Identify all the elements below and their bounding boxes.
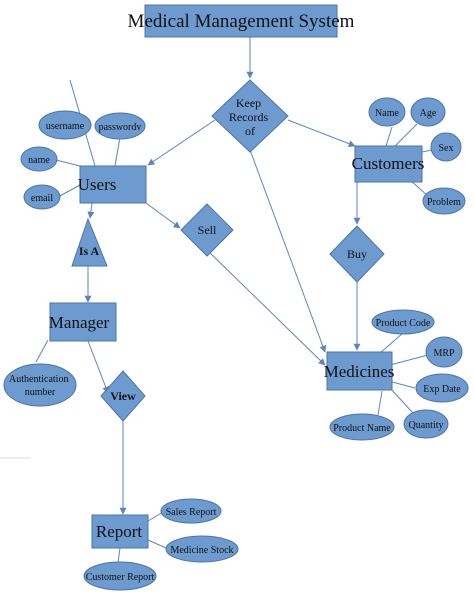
attr-customer-name: Name bbox=[368, 97, 406, 127]
svg-text:Medicines: Medicines bbox=[324, 362, 395, 381]
edge-age bbox=[394, 123, 418, 147]
attr-sales-report: Sales Report bbox=[160, 498, 222, 524]
svg-text:Quantity: Quantity bbox=[409, 420, 444, 431]
users-entity: Users bbox=[78, 165, 147, 204]
edge-keep-medicines bbox=[249, 149, 327, 353]
edge-medicine-stock bbox=[147, 539, 167, 549]
edge-name bbox=[55, 159, 81, 167]
edge-problem bbox=[409, 179, 429, 197]
edge-product-name bbox=[377, 390, 383, 416]
attr-problem: Problem bbox=[422, 187, 466, 215]
edge-password bbox=[114, 136, 121, 167]
is-a-relationship: Is A bbox=[71, 217, 108, 267]
svg-text:passwordv: passwordv bbox=[99, 122, 142, 133]
buy-relationship: Buy bbox=[329, 225, 385, 283]
edge-manager-view bbox=[87, 340, 110, 394]
medicines-entity: Medicines bbox=[324, 351, 395, 391]
svg-text:Customers: Customers bbox=[352, 154, 425, 173]
svg-text:username: username bbox=[46, 121, 85, 132]
edge-sex bbox=[421, 149, 433, 153]
svg-text:email: email bbox=[31, 193, 53, 204]
svg-text:Sex: Sex bbox=[439, 143, 454, 154]
attr-customer-report: Customer Report bbox=[83, 561, 157, 591]
svg-text:Customer Report: Customer Report bbox=[86, 572, 155, 583]
svg-text:View: View bbox=[110, 389, 136, 403]
keep-records-label: Keep Records of bbox=[229, 96, 271, 138]
edge-sales-report bbox=[147, 511, 164, 522]
report-entity: Report bbox=[91, 514, 149, 549]
sell-relationship: Sell bbox=[180, 203, 234, 257]
svg-text:Exp Date: Exp Date bbox=[423, 384, 461, 395]
attr-sex: Sex bbox=[430, 132, 462, 162]
keep-records-relationship: Keep Records of bbox=[211, 79, 289, 153]
attr-authentication-number: Authentication number bbox=[3, 363, 77, 407]
view-relationship: View bbox=[100, 370, 146, 422]
attr-password: passwordv bbox=[94, 112, 146, 140]
svg-text:Users: Users bbox=[78, 175, 117, 194]
edge-users-isa bbox=[87, 202, 95, 219]
title-box: Medical Management System bbox=[128, 4, 355, 38]
edge-auth bbox=[35, 339, 49, 363]
edge-email bbox=[57, 184, 81, 198]
edge-keep-customers bbox=[287, 119, 356, 147]
title-label: Medical Management System bbox=[128, 11, 355, 32]
attr-username: username bbox=[38, 110, 92, 140]
attr-quantity: Quantity bbox=[403, 409, 449, 439]
attr-mrp: MRP bbox=[425, 336, 463, 368]
svg-text:Age: Age bbox=[420, 108, 437, 119]
edge-quantity bbox=[389, 387, 414, 414]
customers-entity: Customers bbox=[352, 145, 425, 183]
edge-keep-users bbox=[147, 119, 216, 166]
attr-product-name: Product Name bbox=[329, 413, 395, 441]
edge-sell-medicines bbox=[206, 249, 326, 366]
svg-text:Manager: Manager bbox=[49, 313, 110, 332]
edge-users-sell bbox=[145, 202, 181, 229]
attr-name: name bbox=[20, 146, 58, 172]
attr-medicine-stock: Medicine Stock bbox=[165, 535, 239, 563]
svg-text:Sell: Sell bbox=[198, 223, 217, 237]
svg-text:Product Name: Product Name bbox=[333, 423, 391, 434]
attr-product-code: Product Code bbox=[371, 309, 435, 335]
edge-product-code bbox=[379, 332, 404, 354]
svg-text:Authentication number: Authentication number bbox=[9, 374, 71, 398]
svg-text:MRP: MRP bbox=[433, 348, 455, 359]
edge-cust-name bbox=[385, 126, 393, 147]
svg-text:Medicine Stock: Medicine Stock bbox=[170, 545, 233, 556]
svg-text:Is A: Is A bbox=[79, 244, 100, 258]
attr-exp-date: Exp Date bbox=[415, 373, 469, 403]
svg-text:Problem: Problem bbox=[427, 197, 461, 208]
attr-email: email bbox=[23, 184, 61, 210]
svg-text:Report: Report bbox=[96, 522, 143, 541]
svg-text:Buy: Buy bbox=[347, 247, 367, 261]
svg-text:Product Code: Product Code bbox=[376, 318, 431, 329]
edge-customer-report bbox=[117, 547, 121, 564]
svg-text:Sales Report: Sales Report bbox=[166, 507, 217, 518]
svg-text:name: name bbox=[28, 155, 50, 166]
attr-age: Age bbox=[410, 97, 446, 127]
manager-entity: Manager bbox=[49, 302, 117, 342]
svg-text:Name: Name bbox=[375, 108, 399, 119]
edge-exp-date bbox=[391, 381, 416, 389]
edge-mrp bbox=[389, 354, 429, 366]
